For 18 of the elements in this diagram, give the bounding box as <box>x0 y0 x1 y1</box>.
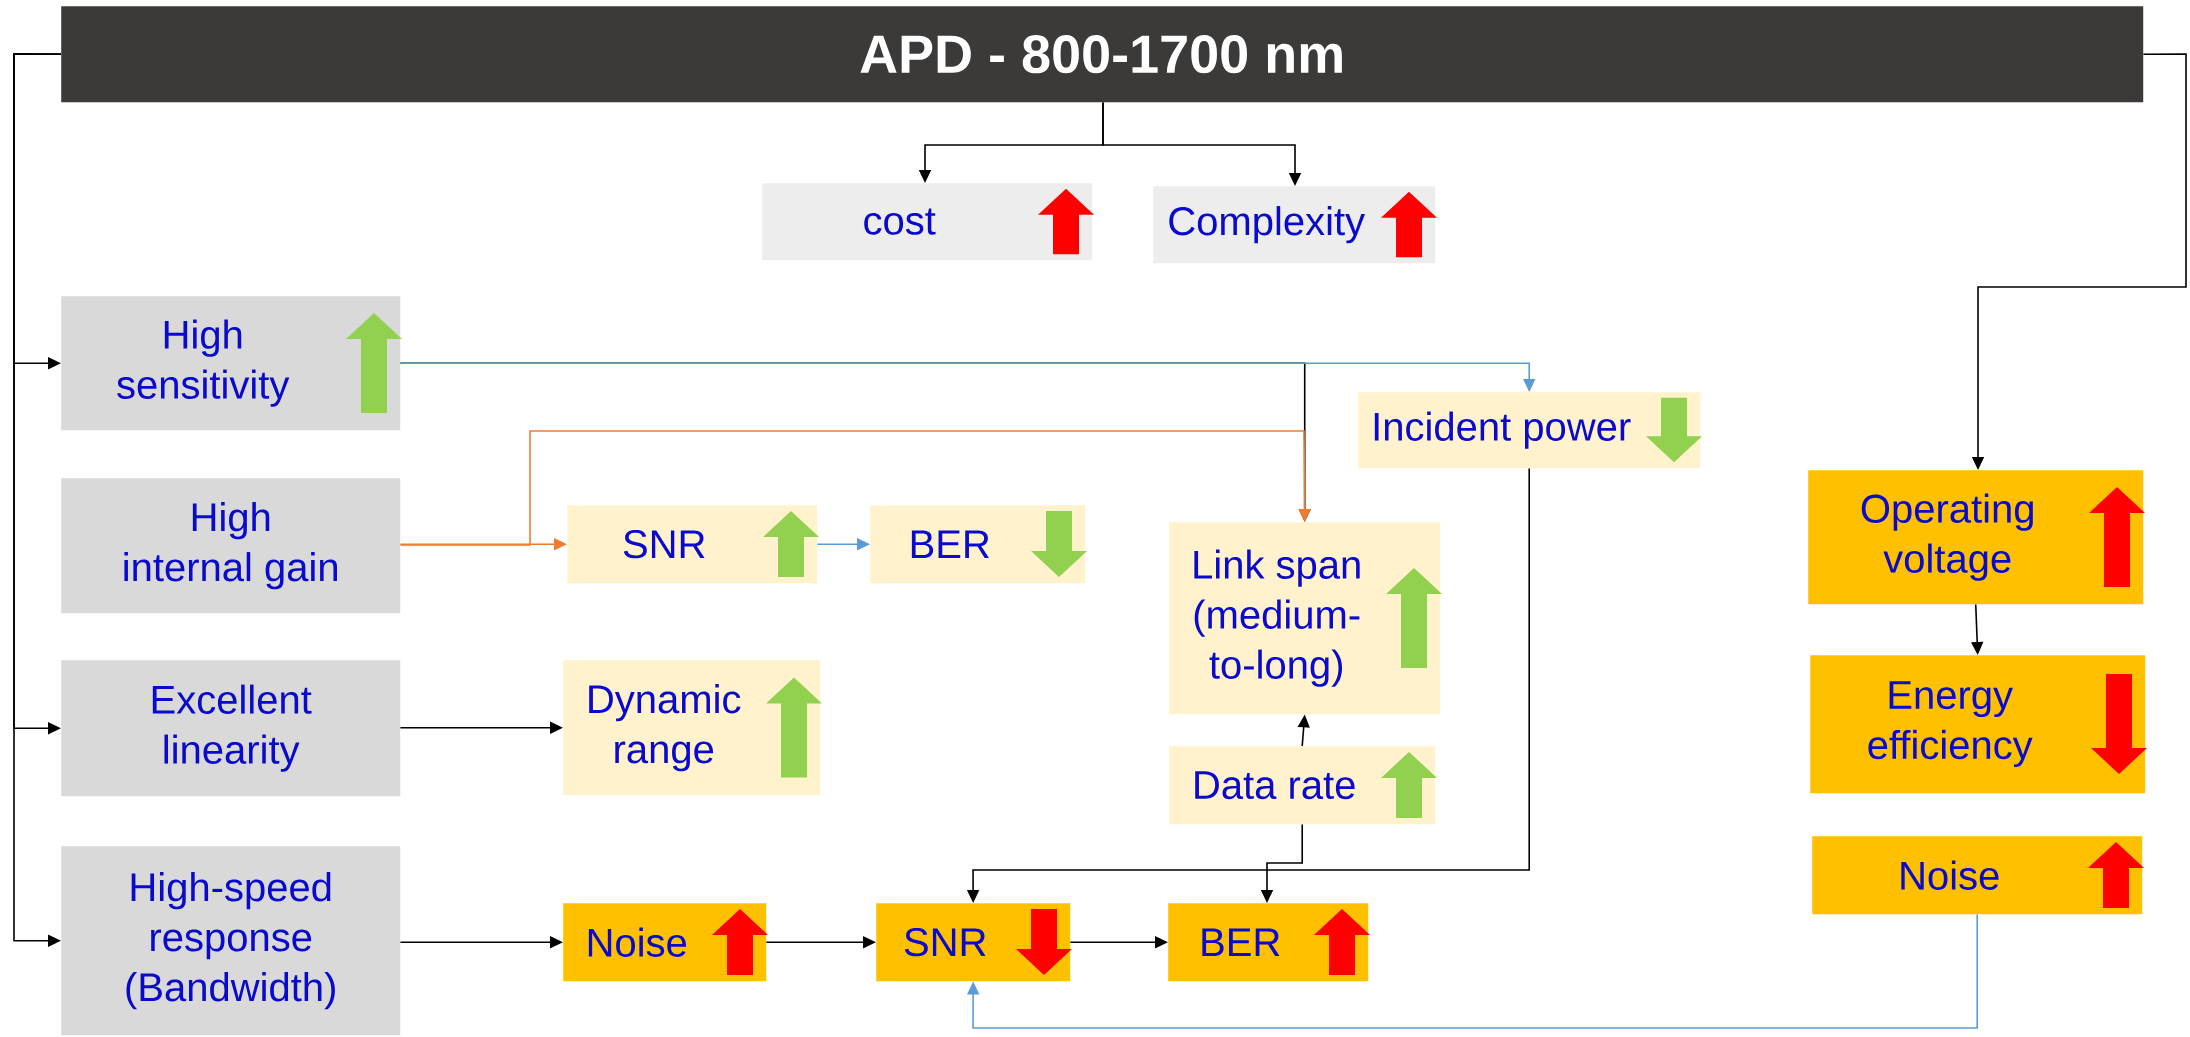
effect-box: Incident power <box>1358 392 1701 469</box>
property-box: High sensitivity <box>61 296 401 431</box>
title-bar: APD - 800-1700 nm <box>61 6 2144 103</box>
property-box: Excellent linearity <box>61 660 401 797</box>
property-box: High internal gain <box>61 478 401 614</box>
arrow <box>966 913 1978 1029</box>
effect-box: Data rate <box>1169 746 1436 825</box>
property-box: High-speed response (Bandwidth) <box>61 846 401 1036</box>
effect-box: Link span (medium-to-long) <box>1169 522 1441 715</box>
effect-box: SNR <box>567 505 818 584</box>
effect-box: Operating voltage <box>1808 470 2144 605</box>
arrow <box>13 53 62 947</box>
effect-box: Dynamic range <box>563 660 821 796</box>
effect-box: Noise <box>1812 836 2143 915</box>
effect-box: cost <box>762 183 1093 261</box>
effect-box: Energy efficiency <box>1810 655 2146 794</box>
arrow <box>399 430 1311 546</box>
effect-box: Complexity <box>1153 186 1436 264</box>
